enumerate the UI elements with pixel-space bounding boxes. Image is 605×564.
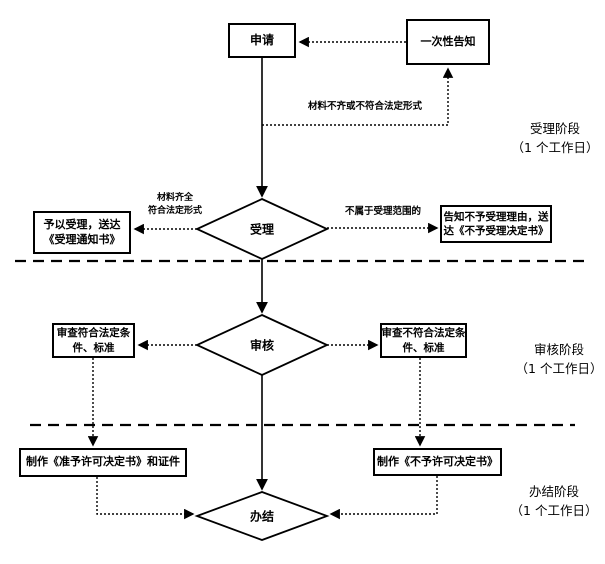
node-reject-accept-line1: 告知不予受理理由，送	[443, 210, 549, 223]
diamond-accept-label: 受理	[249, 222, 275, 237]
edge-label-materials-complete-line2: 符合法定形式	[147, 206, 202, 217]
node-grant-accept: 予以受理，送达 《受理通知书》	[33, 211, 131, 254]
node-grant-accept-line1: 予以受理，送达	[43, 217, 121, 231]
node-review-pass-line1: 审查符合法定条	[56, 327, 131, 340]
diamond-complete	[194, 491, 330, 541]
edge-make-reject-to-complete	[329, 476, 438, 520]
diamond-accept	[194, 198, 330, 260]
edge-label-materials-incomplete: 材料不齐或不符合法定形式	[307, 101, 422, 112]
edge-label-out-of-scope: 不属于受理范围的	[344, 206, 421, 217]
node-review-pass: 审查符合法定条 件、标准	[52, 323, 135, 358]
edge-label-materials-complete: 材料齐全 符合法定形式	[136, 192, 214, 218]
stage-accept-name: 受理阶段	[529, 121, 580, 136]
diamond-complete-label: 办结	[249, 509, 275, 524]
stage-complete-name: 办结阶段	[528, 484, 579, 499]
node-make-grant-label: 制作《准予许可决定书》和证件	[26, 455, 180, 469]
node-make-grant: 制作《准予许可决定书》和证件	[19, 448, 187, 477]
edge-incomplete-to-notice	[262, 67, 454, 126]
node-review-fail-line1: 审查不符合法定条	[381, 327, 466, 340]
stage-label-review: 审核阶段 （1 个工作日）	[504, 340, 605, 378]
edge-make-grant-to-complete	[96, 477, 195, 520]
node-reject-accept-line2: 达《不予受理决定书》	[443, 225, 549, 237]
node-reject-accept: 告知不予受理理由，送 达《不予受理决定书》	[440, 205, 552, 243]
stage-label-complete: 办结阶段 （1 个工作日）	[499, 482, 605, 520]
node-one-time-notice-label: 一次性告知	[420, 34, 476, 48]
node-review-fail: 审查不符合法定条 件、标准	[380, 323, 467, 358]
diamond-review-label: 审核	[249, 338, 275, 353]
stage-review-duration: （1 个工作日）	[515, 361, 603, 376]
node-apply-label: 申请	[249, 33, 274, 48]
node-grant-accept-line2: 《受理通知书》	[43, 232, 121, 246]
node-make-reject-label: 制作《不予许可决定书》	[377, 454, 498, 468]
stage-accept-duration: （1 个工作日）	[511, 140, 599, 155]
stage-complete-duration: （1 个工作日）	[510, 503, 598, 518]
node-apply: 申请	[228, 23, 296, 58]
node-review-pass-line2: 件、标准	[72, 341, 115, 354]
edge-label-materials-complete-line1: 材料齐全	[156, 193, 193, 203]
node-review-fail-line2: 件、标准	[402, 341, 445, 354]
node-one-time-notice: 一次性告知	[406, 19, 490, 65]
diamond-review	[194, 314, 330, 376]
node-make-reject: 制作《不予许可决定书》	[373, 448, 502, 476]
stage-review-name: 审核阶段	[533, 342, 584, 357]
stage-label-accept: 受理阶段 （1 个工作日）	[500, 119, 605, 157]
